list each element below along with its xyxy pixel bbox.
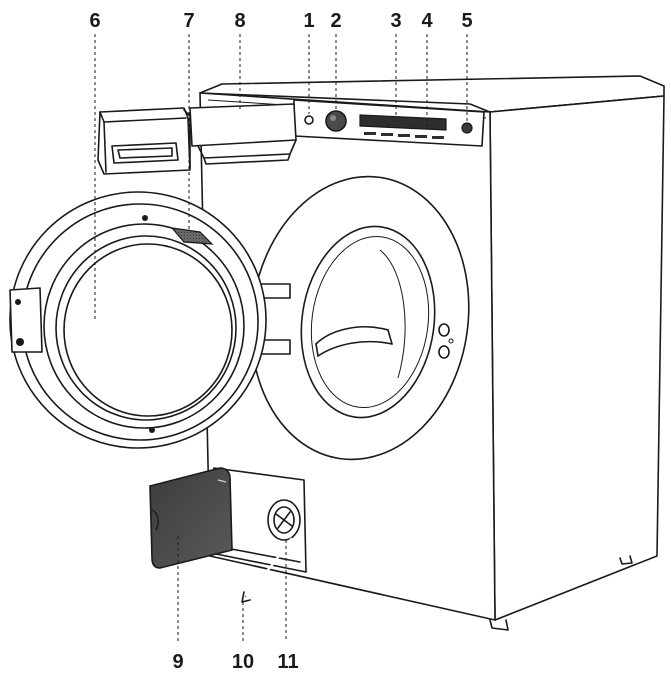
option-buttons — [364, 132, 444, 139]
door — [9, 191, 267, 449]
callout-labels: 1 2 3 4 5 6 7 8 9 10 11 — [89, 10, 472, 673]
filter-cover — [149, 467, 233, 569]
filter-cover-panel — [149, 467, 233, 569]
callout-2: 2 — [330, 10, 341, 32]
front-indicator-lower — [438, 345, 450, 359]
power-button — [304, 115, 314, 125]
callout-1: 1 — [303, 10, 314, 32]
door-glass — [63, 243, 233, 417]
cabinet-top — [199, 75, 665, 113]
display — [359, 114, 447, 131]
door-latch — [170, 227, 214, 245]
filter-area — [213, 467, 307, 603]
drawer-compartment — [97, 107, 191, 175]
door-opening — [250, 175, 470, 461]
detergent-drawer — [189, 103, 297, 165]
callout-4: 4 — [421, 10, 433, 32]
drum-opening — [300, 225, 436, 419]
leader-lines — [94, 34, 468, 642]
front-indicator-upper — [438, 323, 450, 337]
callout-9: 9 — [172, 651, 183, 673]
program-knob — [325, 110, 347, 132]
callout-5: 5 — [461, 10, 472, 32]
callout-11: 11 — [277, 651, 298, 673]
cabinet-side — [489, 95, 665, 621]
drawer-front — [189, 103, 297, 147]
callout-6: 6 — [89, 10, 100, 32]
door-handle — [9, 287, 43, 353]
callout-3: 3 — [390, 10, 401, 32]
foot-rear — [619, 555, 633, 565]
callout-8: 8 — [234, 10, 245, 32]
callout-7: 7 — [183, 10, 194, 32]
door-outer-ring — [9, 191, 267, 449]
foot-front — [489, 619, 509, 631]
callout-10: 10 — [232, 651, 254, 673]
start-button — [461, 122, 473, 134]
control-panel — [293, 99, 485, 147]
